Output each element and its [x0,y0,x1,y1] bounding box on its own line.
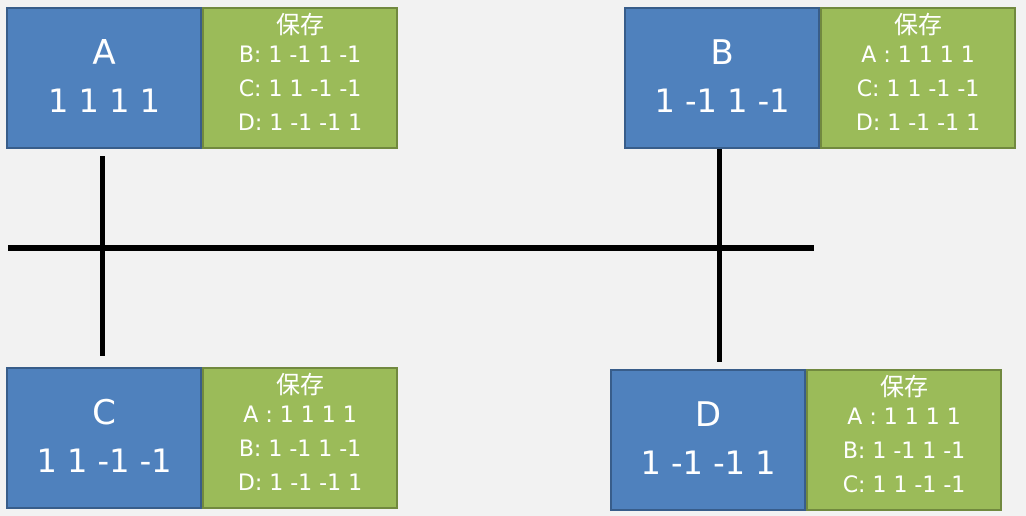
store-row: D: 1 -1 -1 1 [237,471,363,496]
store-row: B: 1 -1 1 -1 [842,439,966,464]
store-row: C: 1 1 -1 -1 [842,473,966,498]
station-b: B 1 -1 1 -1 [624,7,820,149]
store-title: 保存 [276,371,324,399]
station-code: 1 1 1 1 [48,81,160,120]
node-c: C 1 1 -1 -1 保存 A : 1 1 1 1 B: 1 -1 1 -1 … [6,367,398,509]
station-a: A 1 1 1 1 [6,7,202,149]
drop-line-a [100,156,105,356]
store-row: A : 1 1 1 1 [847,405,961,430]
node-a: A 1 1 1 1 保存 B: 1 -1 1 -1 C: 1 1 -1 -1 D… [6,7,398,149]
store-row: D: 1 -1 -1 1 [855,111,981,136]
station-name: C [92,392,116,433]
store-row: B: 1 -1 1 -1 [238,437,362,462]
store-b: 保存 A : 1 1 1 1 C: 1 1 -1 -1 D: 1 -1 -1 1 [820,7,1016,149]
node-b: B 1 -1 1 -1 保存 A : 1 1 1 1 C: 1 1 -1 -1 … [624,7,1016,149]
node-d: D 1 -1 -1 1 保存 A : 1 1 1 1 B: 1 -1 1 -1 … [610,369,1002,511]
store-c: 保存 A : 1 1 1 1 B: 1 -1 1 -1 D: 1 -1 -1 1 [202,367,398,509]
store-title: 保存 [276,11,324,39]
store-row: B: 1 -1 1 -1 [238,43,362,68]
store-a: 保存 B: 1 -1 1 -1 C: 1 1 -1 -1 D: 1 -1 -1 … [202,7,398,149]
drop-line-b [717,144,722,362]
store-row: A : 1 1 1 1 [243,403,357,428]
station-code: 1 -1 -1 1 [640,443,776,482]
station-name: D [694,394,722,435]
store-d: 保存 A : 1 1 1 1 B: 1 -1 1 -1 C: 1 1 -1 -1 [806,369,1002,511]
station-name: B [710,32,734,73]
station-code: 1 1 -1 -1 [36,441,172,480]
station-d: D 1 -1 -1 1 [610,369,806,511]
station-code: 1 -1 1 -1 [654,81,790,120]
store-row: C: 1 1 -1 -1 [238,77,362,102]
store-title: 保存 [894,11,942,39]
station-name: A [92,32,116,73]
store-title: 保存 [880,373,928,401]
station-c: C 1 1 -1 -1 [6,367,202,509]
store-row: D: 1 -1 -1 1 [237,111,363,136]
bus-line [8,245,814,251]
store-row: A : 1 1 1 1 [861,43,975,68]
store-row: C: 1 1 -1 -1 [856,77,980,102]
